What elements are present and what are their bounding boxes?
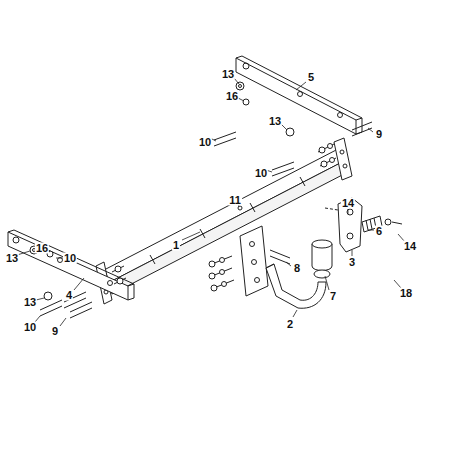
- callout-number: 10: [198, 137, 212, 148]
- callout-number: 6: [375, 226, 383, 237]
- callout-number: 18: [399, 288, 413, 299]
- callout-number: 16: [225, 91, 239, 102]
- callout-number: 11: [228, 195, 242, 206]
- callout-number: 9: [375, 129, 383, 140]
- leader-lines: [17, 78, 405, 326]
- callout-number: 5: [307, 72, 315, 83]
- mounting-plate: [240, 226, 268, 296]
- callout-number: 16: [35, 243, 49, 254]
- callout-number: 10: [63, 253, 77, 264]
- side-bracket: [8, 230, 134, 300]
- callout-number: 3: [348, 257, 356, 268]
- callout-number: 13: [5, 253, 19, 264]
- bolt-set: [30, 82, 372, 318]
- callout-number: 2: [286, 319, 294, 330]
- socket-plate: [325, 198, 362, 252]
- callout-number: 14: [403, 241, 417, 252]
- callout-number: 14: [341, 198, 355, 209]
- callout-number: 1: [172, 240, 180, 251]
- main-beam: [96, 138, 352, 304]
- callout-number: 13: [268, 116, 282, 127]
- callout-number: 7: [329, 291, 337, 302]
- callout-number: 4: [65, 290, 73, 301]
- callout-number: 10: [23, 322, 37, 333]
- callout-number: 13: [221, 69, 235, 80]
- tow-ball: [312, 240, 332, 278]
- callout-number: 13: [23, 297, 37, 308]
- callout-number: 8: [293, 263, 301, 274]
- side-bracket: [236, 56, 362, 134]
- callout-number: 10: [254, 168, 268, 179]
- callout-number: 9: [51, 326, 59, 337]
